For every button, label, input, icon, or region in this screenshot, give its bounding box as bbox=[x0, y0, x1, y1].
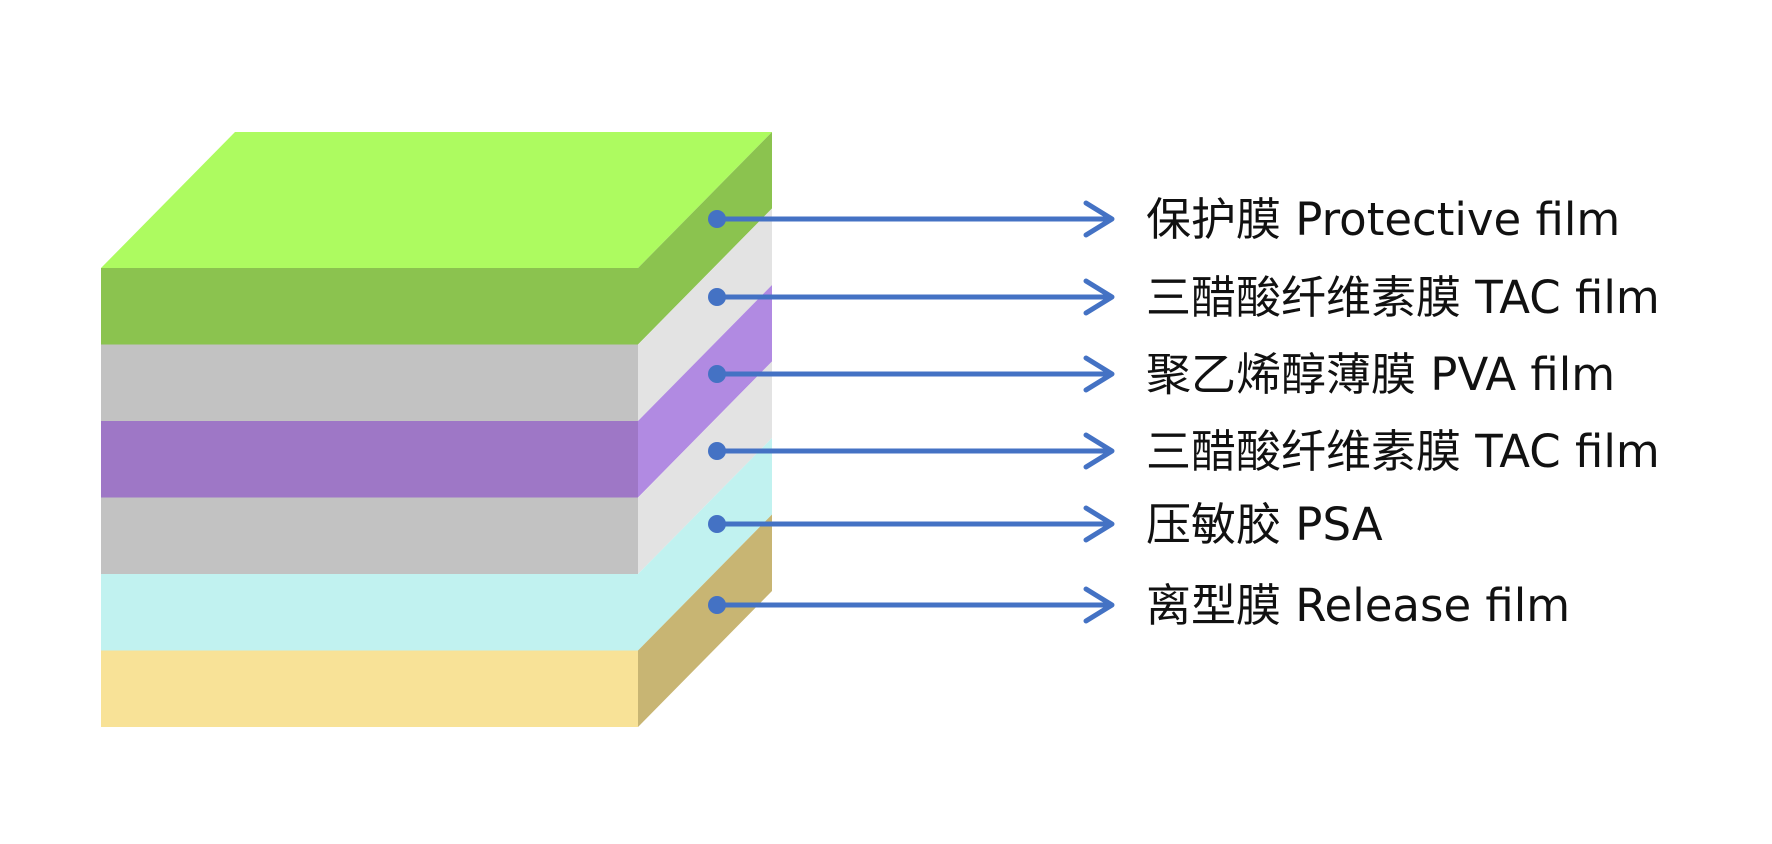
layer-label: 保护膜 Protective film bbox=[1146, 193, 1620, 246]
callout-arrowhead bbox=[1083, 278, 1115, 316]
callout-arrowhead bbox=[1083, 200, 1115, 238]
film-layer-stack bbox=[101, 132, 772, 727]
callout-dot bbox=[708, 442, 726, 460]
layer-label: 压敏胶 PSA bbox=[1146, 498, 1383, 551]
layer-front-face bbox=[101, 421, 638, 498]
callout-dot bbox=[708, 288, 726, 306]
callout-dot bbox=[708, 365, 726, 383]
callout-dot bbox=[708, 596, 726, 614]
layer-front-face bbox=[101, 268, 638, 345]
callout-arrowhead bbox=[1083, 355, 1115, 393]
layer-side-face bbox=[638, 208, 772, 421]
callout-arrowhead bbox=[1083, 505, 1115, 543]
callout-dot bbox=[708, 210, 726, 228]
layer-front-face bbox=[101, 574, 638, 651]
layer-side-face bbox=[638, 285, 772, 498]
layer-callout: 保护膜 Protective film bbox=[708, 193, 1620, 246]
layer-side-face bbox=[638, 438, 772, 651]
layer-callouts: 保护膜 Protective film 三醋酸纤维素膜 TAC film 聚乙烯醇薄… bbox=[708, 193, 1660, 632]
layer-side-face bbox=[638, 514, 772, 727]
callout-arrowhead bbox=[1083, 586, 1115, 624]
layer-callout: 三醋酸纤维素膜 TAC film bbox=[708, 425, 1660, 478]
layer-label: 三醋酸纤维素膜 TAC film bbox=[1146, 271, 1660, 324]
layer-label: 聚乙烯醇薄膜 PVA film bbox=[1146, 348, 1615, 401]
layer-label: 离型膜 Release film bbox=[1146, 579, 1570, 632]
layer-label: 三醋酸纤维素膜 TAC film bbox=[1146, 425, 1660, 478]
layer-side-face bbox=[638, 361, 772, 574]
layer-callout: 三醋酸纤维素膜 TAC film bbox=[708, 271, 1660, 324]
layer-front-face bbox=[101, 344, 638, 421]
stack-top-face bbox=[101, 132, 772, 268]
callout-dot bbox=[708, 515, 726, 533]
layer-callout: 聚乙烯醇薄膜 PVA film bbox=[708, 348, 1615, 401]
layer-front-face bbox=[101, 650, 638, 727]
callout-arrowhead bbox=[1083, 432, 1115, 470]
layer-callout: 压敏胶 PSA bbox=[708, 498, 1383, 551]
layer-front-face bbox=[101, 497, 638, 574]
layer-side-face bbox=[638, 132, 772, 345]
layer-callout: 离型膜 Release film bbox=[708, 579, 1570, 632]
